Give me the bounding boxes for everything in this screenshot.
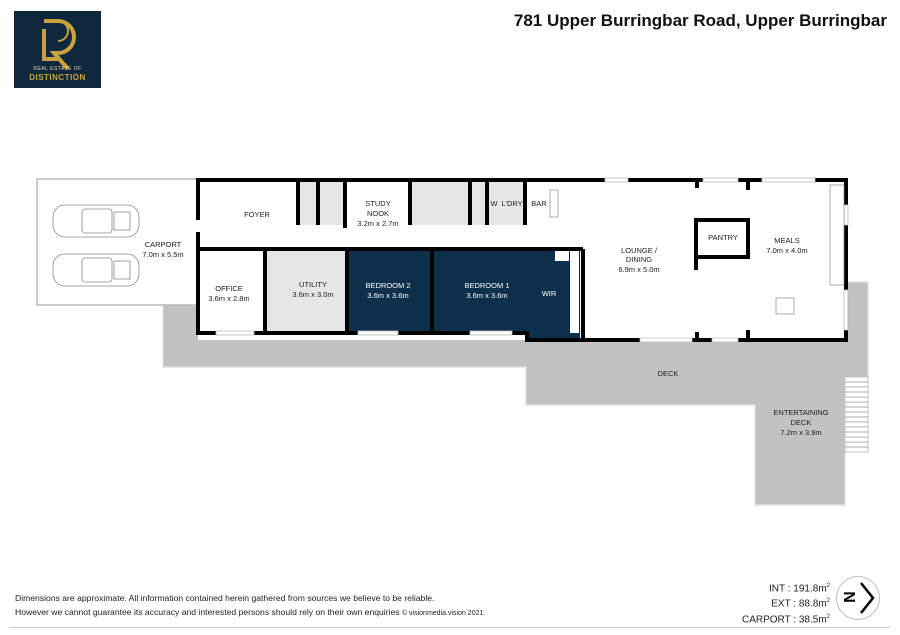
ent-deck-label: ENTERTAINING: [773, 408, 828, 417]
carport-label: CARPORT: [145, 240, 182, 249]
disclaimer-text: However we cannot guarantee its accuracy…: [15, 607, 400, 617]
bedroom2-label: BEDROOM 2: [365, 281, 410, 290]
footer-divider: [10, 627, 890, 628]
ent-deck-size: 7.2m x 3.9m: [780, 428, 821, 437]
office-size: 3.6m x 2.8m: [208, 294, 249, 303]
deck-label: DECK: [658, 369, 679, 378]
wir-label: WIR: [542, 289, 557, 298]
utility-floor: [265, 249, 347, 333]
agency-logo: REAL ESTATE OF DISTINCTION: [14, 11, 101, 88]
bedroom2-size: 3.6m x 3.6m: [367, 291, 408, 300]
logo-text-small: REAL ESTATE OF: [33, 66, 82, 72]
area-int: INT : 191.8m2: [742, 580, 830, 595]
area-label: EXT :: [771, 598, 797, 610]
logo-monogram-icon: [42, 19, 76, 71]
ent-deck-label-2: DECK: [791, 418, 812, 427]
area-label: INT :: [769, 583, 791, 595]
study-size: 3.2m x 2.7m: [357, 219, 398, 228]
bedroom1-floor: [432, 249, 527, 333]
utility-label: UTILITY: [299, 280, 327, 289]
area-ext: EXT : 88.8m2: [742, 595, 830, 610]
utility-size: 3.6m x 3.0m: [292, 290, 333, 299]
carport-size: 7.0m x 5.5m: [142, 250, 183, 259]
logo-text-large: DISTINCTION: [29, 73, 86, 82]
unit-sup: 2: [826, 583, 830, 589]
pantry-label: PANTRY: [708, 233, 738, 242]
copyright: © visionmedia.vision 2021.: [401, 610, 486, 617]
bedroom1-label: BEDROOM 1: [464, 281, 509, 290]
office-label: OFFICE: [215, 284, 243, 293]
study-label: STUDY: [365, 199, 390, 208]
area-carport: CARPORT : 38.5m2: [742, 611, 830, 626]
north-compass-icon: N: [836, 576, 880, 620]
study-label-2: NOOK: [367, 209, 389, 218]
windows: [215, 177, 849, 343]
carport-area: [36, 178, 200, 306]
dining-label: DINING: [626, 255, 652, 264]
bathroom-floor: [410, 180, 487, 225]
disclaimer-line-2: However we cannot guarantee its accuracy…: [15, 607, 485, 617]
w-label: W: [490, 199, 498, 208]
bar-label: BAR: [531, 199, 547, 208]
meals-label: MEALS: [774, 236, 799, 245]
laundry-floor: [487, 180, 525, 225]
lounge-size: 6.9m x 5.0m: [618, 265, 659, 274]
area-value: 38.5m: [798, 613, 827, 625]
area-value: 88.8m: [798, 598, 827, 610]
bedroom1-size: 3.6m x 3.6m: [466, 291, 507, 300]
unit-sup: 2: [826, 613, 830, 620]
property-address-title: 781 Upper Burringbar Road, Upper Burring…: [513, 11, 887, 30]
bathroom-floor: [298, 180, 345, 225]
area-summary: INT : 191.8m2 EXT : 88.8m2 CARPORT : 38.…: [742, 580, 830, 626]
lounge-label: LOUNGE /: [621, 246, 658, 255]
bedroom2-floor: [347, 249, 432, 333]
kitchen-fixtures: [549, 184, 845, 315]
foyer-label: FOYER: [244, 210, 270, 219]
car-icon: [52, 204, 140, 287]
deck-stairs: [844, 376, 869, 453]
disclaimer-line-1: Dimensions are approximate. All informat…: [15, 593, 435, 603]
laundry-label: L'DRY: [501, 199, 522, 208]
unit-sup: 2: [826, 598, 830, 605]
area-label: CARPORT :: [741, 613, 797, 625]
area-value: 191.8m: [793, 583, 827, 595]
meals-size: 7.0m x 4.0m: [766, 246, 807, 255]
